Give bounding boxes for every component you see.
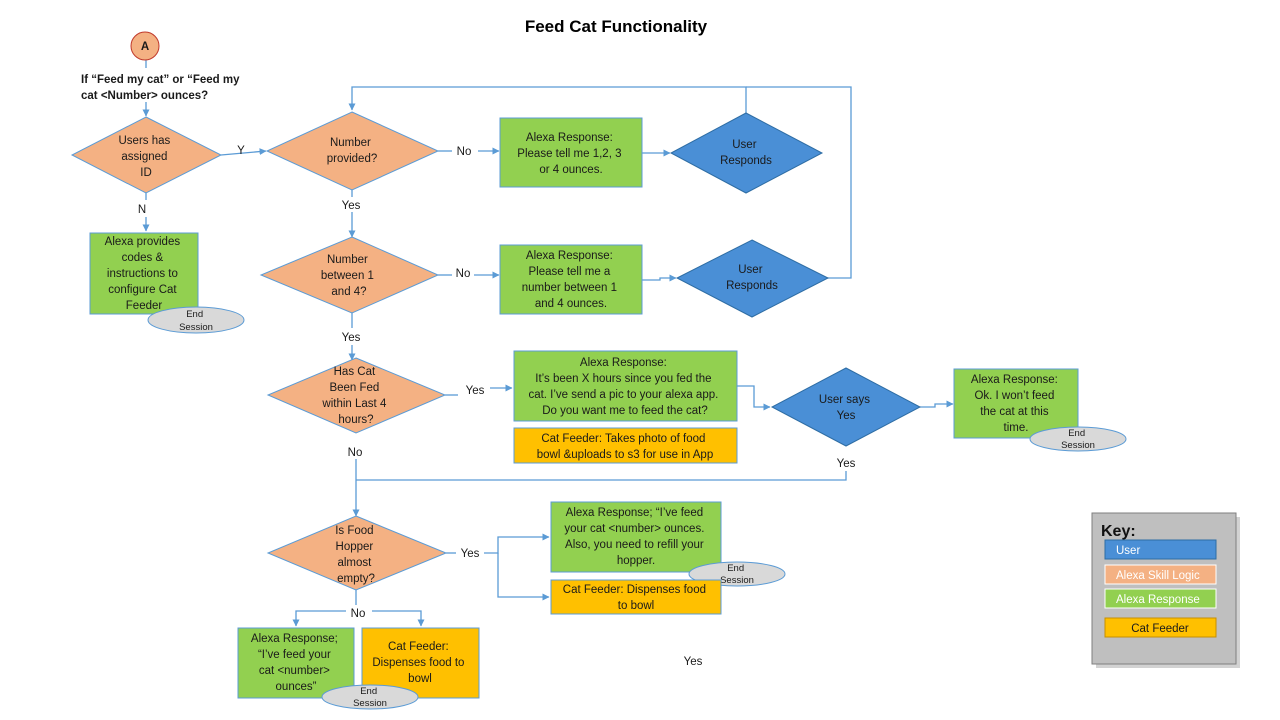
svg-text:User says Yes: User says Yes <box>819 394 873 422</box>
response-configure: Alexa provides codes & instructions to c… <box>89 232 199 315</box>
edge-label-yes-4: Yes <box>461 548 480 560</box>
svg-text:Alexa Response: Ok. I wo: Alexa Response: Ok. I won’t feed the cat… <box>971 374 1061 434</box>
edge-hopper-no-right <box>372 610 425 627</box>
start-connector <box>130 31 160 61</box>
response-wont-feed: Alexa Response: Ok. I won’t feed the cat… <box>953 368 1079 439</box>
svg-text:User Responds: User Responds <box>720 139 772 167</box>
end-session-badge: End Session <box>321 684 419 710</box>
edge-usersays-yes-loop <box>356 471 847 481</box>
edge-label-yes-1: Yes <box>342 200 361 212</box>
response-ask-range: Alexa Response: Please tell me a number … <box>499 244 643 315</box>
start-condition-line1: If “Feed my cat” or “Feed my <box>81 74 240 86</box>
svg-text:Has Cat Been Fed w: Has Cat Been Fed within Last 4 hours? <box>321 366 389 426</box>
edge-label-y: Y <box>237 145 245 157</box>
svg-text:Cat Feeder: Dispenses food: Cat Feeder: Dispenses food to bowl <box>563 584 709 612</box>
end-session-badge: End Session <box>1029 426 1127 452</box>
edge-label-no-3: No <box>348 447 363 459</box>
legend-label-logic: Alexa Skill Logic <box>1116 570 1200 582</box>
legend-swatch-response <box>1104 588 1217 609</box>
edge-assigned-yes <box>220 148 267 156</box>
svg-text:Number provided?: Number provided? <box>327 137 378 165</box>
edge-user1-loop <box>348 86 747 113</box>
svg-text:End Session: End Session <box>720 563 754 586</box>
page-title: Feed Cat Functionality <box>525 17 708 36</box>
start-condition-line2: cat <Number> ounces? <box>81 90 208 102</box>
decision-fed-recently: Has Cat Been Fed within Last 4 hours? <box>266 357 447 434</box>
response-ask-number: Alexa Response: Please tell me 1,2, 3 or… <box>499 117 643 188</box>
legend-label-response: Alexa Response <box>1116 594 1200 606</box>
edge-label-yes-2: Yes <box>342 332 361 344</box>
legend-label-user: User <box>1116 545 1140 557</box>
edge-hopper-to-refill <box>484 533 550 554</box>
svg-text:Users has assigned: Users has assigned ID <box>119 135 174 179</box>
legend-swatch-feeder <box>1104 617 1217 638</box>
edge-label-n: N <box>138 204 146 216</box>
feeder-dispense-1: Cat Feeder: Dispenses food to bowl <box>550 579 722 615</box>
user-says-yes: User says Yes <box>770 367 922 447</box>
feeder-take-photo: Cat Feeder: Takes photo of food bowl &up… <box>513 427 738 464</box>
legend-key: Key: User Alexa Skill Logic Alexa Respon… <box>1091 512 1240 668</box>
decision-hopper-empty: Is Food Hopper almost empty? <box>266 515 448 591</box>
edge-user2-loop <box>746 86 852 279</box>
legend-label-feeder: Cat Feeder <box>1131 623 1189 635</box>
user-responds-1: User Responds <box>669 112 824 194</box>
response-fed-ounces: Alexa Response; “I’ve feed your cat <num… <box>237 627 355 699</box>
feeder-dispense-2: Cat Feeder: Dispenses food to bowl <box>361 627 480 699</box>
edge-hopper-no-left <box>292 610 346 627</box>
edge-hopper-to-dispense1 <box>497 553 550 601</box>
response-refill-hopper: Alexa Response; “I’ve feed your cat <num… <box>550 501 722 573</box>
edge-usersays-to-wontfeed <box>920 400 954 408</box>
connectors <box>142 60 954 627</box>
svg-text:Alexa Response; “I’ve feed: Alexa Response; “I’ve feed your cat <num… <box>564 507 707 567</box>
edge-label-no-2: No <box>456 268 471 280</box>
edge-label-no-4: No <box>351 608 366 620</box>
svg-text:End Session: End Session <box>353 686 387 709</box>
svg-text:Cat Feeder: Dispenses fo: Cat Feeder: Dispenses food to bowl <box>372 641 467 685</box>
svg-text:Is Food Hopper alm: Is Food Hopper almost empty? <box>335 525 377 585</box>
svg-text:Number between 1: Number between 1 and 4? <box>321 254 377 298</box>
edge-label-stray-yes: Yes <box>684 656 703 668</box>
svg-text:Cat Feeder: Takes photo of fo: Cat Feeder: Takes photo of food bowl &up… <box>537 433 713 461</box>
svg-text:Alexa Response: Please t: Alexa Response: Please tell me 1,2, 3 or… <box>517 132 624 176</box>
legend-swatch-logic <box>1104 564 1217 585</box>
edge-askrange-to-user2 <box>642 274 677 282</box>
svg-text:Alexa Response: Please t: Alexa Response: Please tell me a number … <box>522 250 620 310</box>
edge-label-yes-user: Yes <box>837 458 856 470</box>
svg-text:Alexa Response; “I’ve fe: Alexa Response; “I’ve feed your cat <num… <box>251 633 341 693</box>
svg-text:Alexa Response: It’s bee: Alexa Response: It’s been X hours since … <box>528 357 721 417</box>
svg-text:End Session: End Session <box>179 309 213 333</box>
decision-assigned-id: Users has assigned ID <box>70 116 223 194</box>
decision-number-range: Number between 1 and 4? <box>259 236 440 314</box>
svg-text:User Responds: User Responds <box>726 264 778 292</box>
end-session-badge: End Session <box>147 306 245 334</box>
user-responds-2: User Responds <box>675 239 830 318</box>
svg-text:End Session: End Session <box>1061 428 1095 451</box>
decision-number-provided: Number provided? <box>265 111 440 191</box>
edge-label-yes-3: Yes <box>466 385 485 397</box>
edge-fedresp-to-usersays <box>737 385 771 411</box>
start-connector-label: A <box>141 41 149 53</box>
legend-title: Key: <box>1101 523 1136 540</box>
svg-text:Alexa provides codes &: Alexa provides codes & instructions to c… <box>105 236 184 312</box>
legend-swatch-user <box>1104 539 1217 560</box>
response-fed-recently: Alexa Response: It’s been X hours since … <box>513 350 738 422</box>
edge-label-no-1: No <box>457 146 472 158</box>
